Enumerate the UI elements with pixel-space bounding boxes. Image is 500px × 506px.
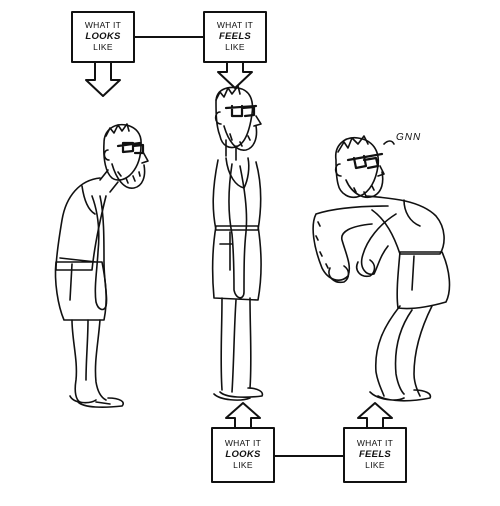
beard: [111, 163, 146, 189]
nose: [377, 165, 385, 177]
caption-line: WHAT IT: [224, 438, 262, 448]
sound-effect-text: GNN: [396, 132, 422, 143]
caption-emphasis: FEELS: [218, 31, 252, 42]
caption-emphasis: LOOKS: [225, 449, 261, 460]
feet: [69, 395, 124, 408]
fist-front: [328, 265, 350, 284]
caption-line: WHAT IT: [216, 20, 254, 30]
hair: [105, 123, 130, 137]
caption-line: WHAT IT: [356, 438, 394, 448]
arm-back: [360, 213, 397, 276]
top-left-caption: WHAT IT LOOKS LIKE: [72, 20, 134, 53]
bottom-right-caption: WHAT IT FEELS LIKE: [344, 438, 406, 471]
nose: [253, 115, 262, 127]
arm: [228, 163, 248, 299]
caption-line: LIKE: [233, 460, 253, 470]
neck: [99, 169, 119, 193]
ear: [214, 111, 222, 125]
neck: [225, 139, 237, 161]
slouching-man-figure: [54, 123, 149, 408]
tank-top: [365, 195, 445, 255]
leg-inner: [85, 319, 89, 381]
bottom-left-up-arrow: [225, 402, 261, 429]
fist-back: [355, 259, 376, 278]
hair: [337, 135, 369, 153]
tank-top: [55, 177, 107, 271]
caption-line: LIKE: [225, 42, 245, 52]
shorts: [54, 257, 107, 321]
top-right-caption: WHAT IT FEELS LIKE: [204, 20, 266, 53]
nose: [141, 151, 149, 164]
straining-man-figure: [312, 135, 451, 402]
bottom-caption-group: [211, 402, 407, 483]
feet: [369, 389, 432, 402]
hair: [215, 85, 241, 101]
tank-top: [212, 159, 262, 231]
arm: [91, 195, 108, 311]
arm-hole: [81, 185, 96, 215]
head: [334, 136, 380, 199]
upright-man-figure: [211, 85, 264, 401]
top-left-down-arrow: [85, 61, 121, 97]
arm-hatching: [315, 221, 329, 269]
head: [215, 86, 254, 149]
beard: [345, 171, 384, 198]
arm-hole: [403, 199, 421, 227]
feet: [213, 387, 264, 401]
top-right-down-arrow: [217, 61, 253, 89]
caption-emphasis: FEELS: [358, 449, 392, 460]
ear: [334, 163, 342, 177]
strain-mark: [383, 140, 395, 145]
caption-emphasis: LOOKS: [85, 31, 121, 42]
caption-line: WHAT IT: [84, 20, 122, 30]
bottom-right-up-arrow: [357, 402, 393, 429]
glasses: [224, 104, 258, 118]
head: [103, 123, 142, 181]
glasses: [346, 152, 384, 170]
beard: [223, 125, 258, 151]
legs: [220, 297, 252, 393]
legs: [374, 305, 433, 397]
glasses: [116, 141, 145, 155]
shorts: [396, 251, 451, 310]
legs: [71, 319, 107, 403]
shorts: [211, 225, 262, 301]
caption-line: LIKE: [365, 460, 385, 470]
bottom-left-caption: WHAT IT LOOKS LIKE: [212, 438, 274, 471]
ear: [103, 149, 110, 161]
caption-line: LIKE: [93, 42, 113, 52]
